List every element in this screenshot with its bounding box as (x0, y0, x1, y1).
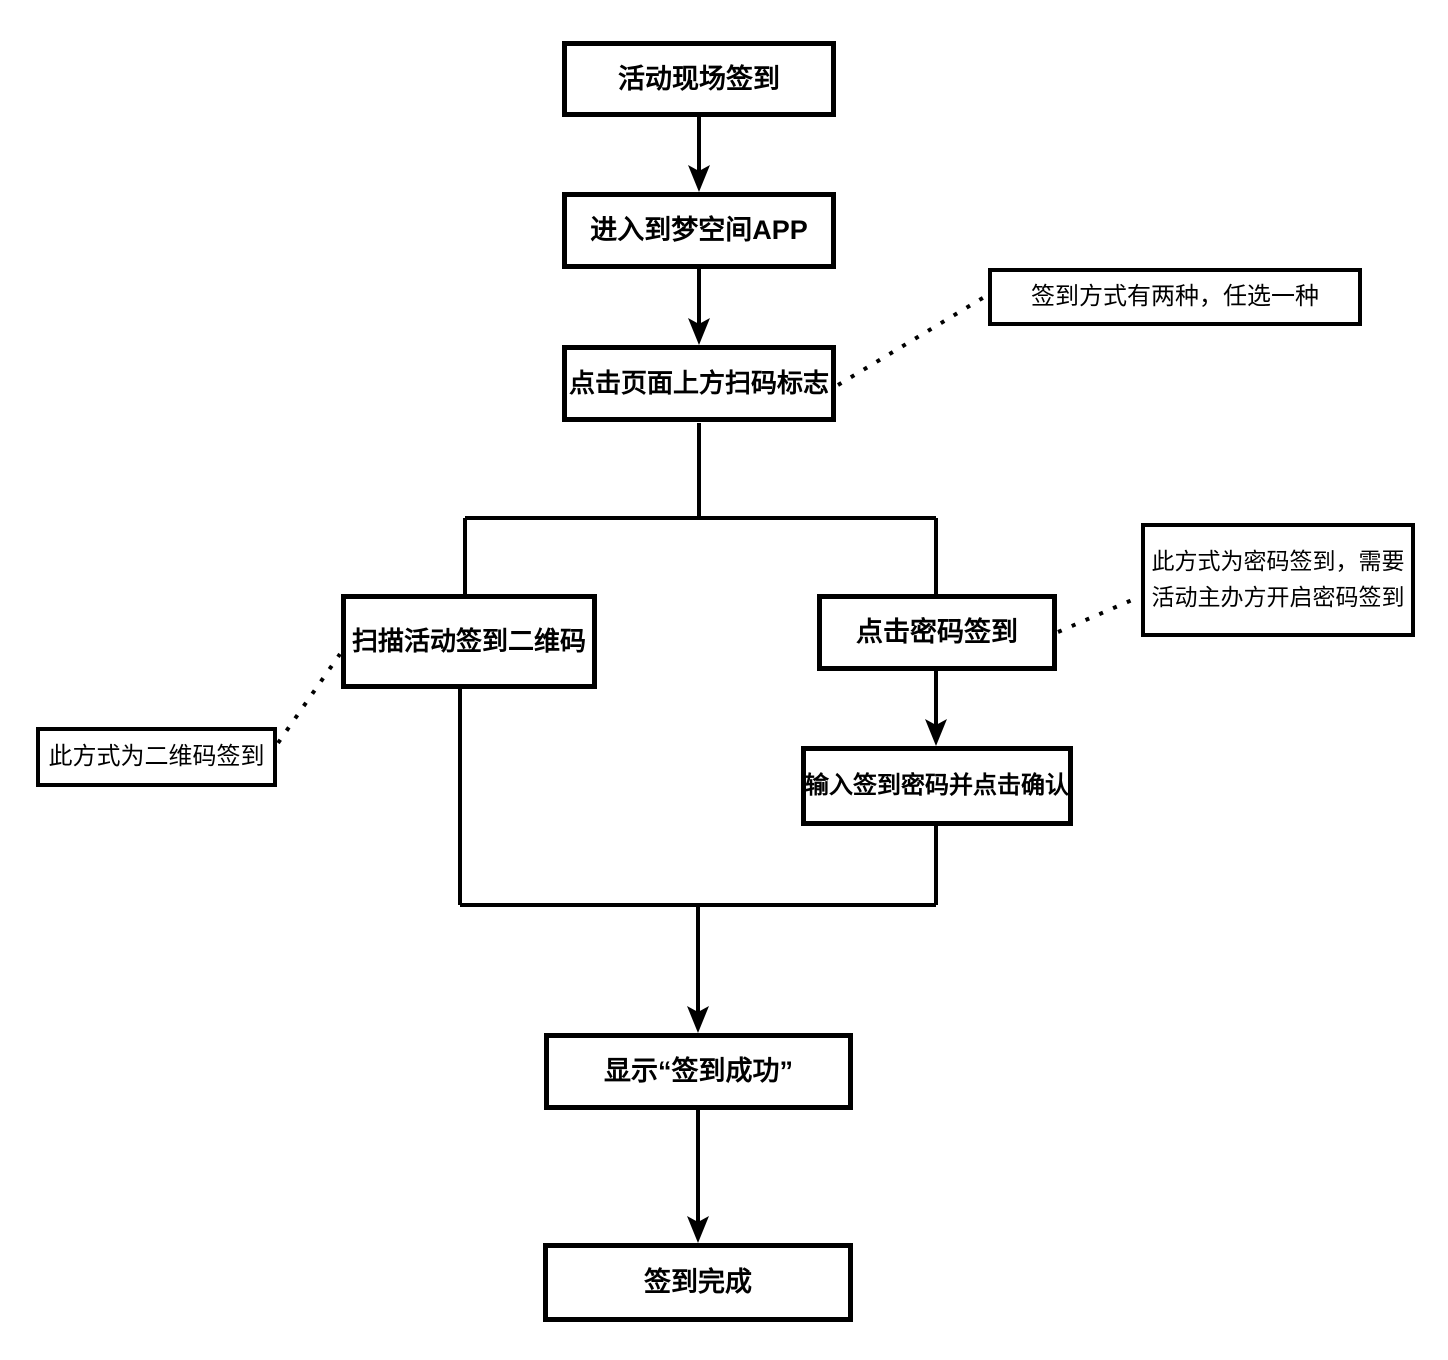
node-tap-scan: 点击页面上方扫码标志 (562, 345, 836, 422)
arrowhead-down-icon (688, 165, 710, 192)
node-enter-app-label: 进入到梦空间APP (590, 215, 808, 246)
node-show-success: 显示“签到成功” (544, 1033, 853, 1110)
node-done: 签到完成 (543, 1243, 853, 1322)
annotation-two-methods-label: 签到方式有两种，任选一种 (1031, 283, 1319, 311)
node-enter-password-label: 输入签到密码并点击确认 (805, 771, 1069, 799)
dotted-link-tap-password-to-password-method (1057, 595, 1140, 634)
annotation-qr-method-label: 此方式为二维码签到 (48, 743, 265, 771)
annotation-password-method: 此方式为密码签到，需要 活动主办方开启密码签到 (1141, 523, 1415, 637)
node-enter-app: 进入到梦空间APP (562, 192, 836, 269)
node-done-label: 签到完成 (644, 1267, 752, 1298)
annotation-password-method-line2: 活动主办方开启密码签到 (1151, 584, 1405, 610)
node-scan-qr: 扫描活动签到二维码 (341, 594, 597, 689)
node-tap-password-label: 点击密码签到 (856, 617, 1018, 648)
arrowhead-down-icon (687, 1006, 709, 1033)
node-enter-password: 输入签到密码并点击确认 (801, 746, 1073, 826)
arrowhead-down-icon (925, 719, 947, 746)
annotation-qr-method: 此方式为二维码签到 (36, 727, 277, 787)
dotted-link-tap-scan-to-two-methods (836, 294, 988, 387)
arrowhead-down-icon (687, 1216, 709, 1243)
annotation-two-methods: 签到方式有两种，任选一种 (988, 268, 1362, 326)
node-start-label: 活动现场签到 (618, 63, 780, 94)
arrowhead-down-icon (688, 318, 710, 345)
node-start: 活动现场签到 (562, 41, 836, 117)
annotation-password-method-line1: 此方式为密码签到，需要 (1151, 548, 1405, 575)
node-show-success-label: 显示“签到成功” (604, 1056, 793, 1087)
node-scan-qr-label: 扫描活动签到二维码 (351, 625, 586, 656)
node-tap-scan-label: 点击页面上方扫码标志 (568, 367, 829, 398)
node-tap-password: 点击密码签到 (817, 594, 1057, 671)
dotted-link-qr-method-to-scan-qr (276, 652, 342, 745)
